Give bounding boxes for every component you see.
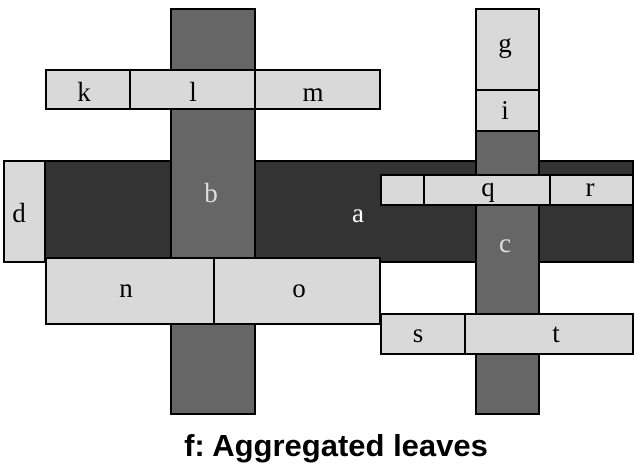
block-b-label: b (204, 178, 218, 208)
block-g: g (475, 8, 540, 91)
block-o-rect (213, 257, 381, 325)
block-d: d (3, 160, 46, 263)
block-m: m (254, 69, 381, 110)
block-k-label: k (77, 77, 91, 107)
block-s-label: s (413, 318, 424, 348)
block-l: l (129, 69, 256, 110)
block-n: n (45, 257, 215, 325)
block-d-rect (3, 160, 46, 263)
block-t: t (464, 313, 634, 355)
block-r-rect (549, 174, 634, 206)
block-c-label: c (499, 228, 511, 258)
block-t-label: t (552, 318, 560, 348)
block-g-rect (475, 8, 540, 91)
block-d-label: d (12, 198, 26, 228)
block-k: k (45, 69, 131, 110)
block-p (380, 174, 425, 206)
block-o-label: o (292, 273, 306, 303)
block-t-rect (464, 313, 634, 355)
block-q: q (423, 172, 551, 206)
block-i-label: i (501, 95, 509, 125)
block-k-rect (45, 69, 131, 110)
block-a-label: a (352, 198, 364, 228)
block-i: i (475, 89, 540, 132)
block-m-rect (254, 69, 381, 110)
block-m-label: m (302, 77, 323, 107)
block-p-rect (380, 174, 425, 206)
block-o: o (213, 257, 381, 325)
block-r-label: r (586, 172, 595, 202)
block-l-label: l (189, 77, 197, 107)
block-s: s (380, 313, 466, 355)
block-n-label: n (119, 273, 133, 303)
block-r: r (549, 172, 634, 206)
block-q-label: q (481, 172, 495, 202)
figure-caption: f: Aggregated leaves (184, 428, 488, 463)
block-g-label: g (498, 28, 512, 58)
block-i-rect (475, 89, 540, 132)
